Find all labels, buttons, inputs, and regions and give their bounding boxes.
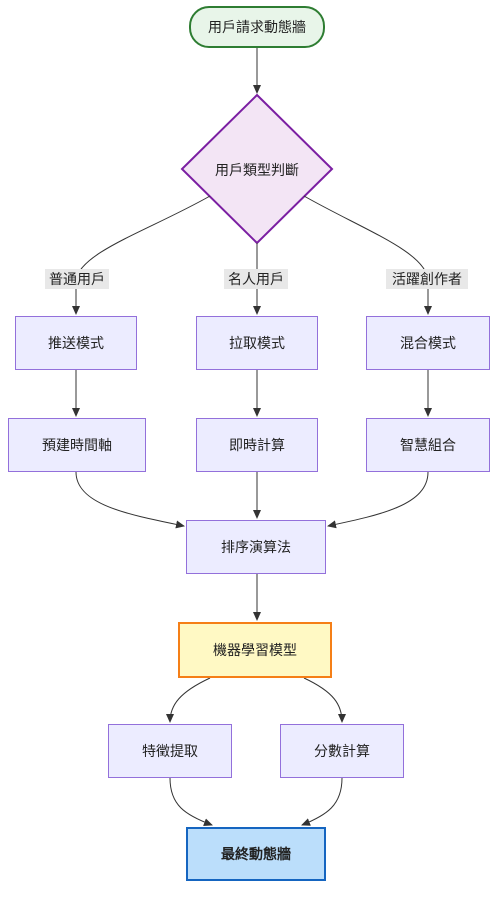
realtime-compute-node: 即時計算 xyxy=(196,418,318,472)
smart-combine-node: 智慧組合 xyxy=(366,418,490,472)
edge-label-celebrity-user-text: 名人用戶 xyxy=(228,272,284,288)
final-feed-node: 最終動態牆 xyxy=(186,827,326,881)
decision-text: 用戶類型判斷 xyxy=(215,163,299,179)
edge-label-normal-user-text: 普通用戶 xyxy=(49,272,105,288)
realtime-compute-label: 即時計算 xyxy=(229,438,285,454)
push-mode-node: 推送模式 xyxy=(15,316,137,370)
ml-model-node: 機器學習模型 xyxy=(178,622,332,678)
edge-feature-to-final xyxy=(169,777,213,826)
edge-decision-to-push xyxy=(72,195,211,315)
prebuilt-timeline-node: 預建時間軸 xyxy=(8,418,146,472)
score-compute-node: 分數計算 xyxy=(280,724,404,778)
edge-label-active-creator-text: 活躍創作者 xyxy=(392,272,462,288)
decision-label: 用戶類型判斷 xyxy=(182,158,332,182)
edge-smart-to-ranking xyxy=(327,471,429,529)
edge-ml-to-feature xyxy=(166,677,211,723)
edge-decision-to-hybrid xyxy=(303,195,432,315)
ranking-algorithm-label: 排序演算法 xyxy=(221,540,291,556)
pull-mode-node: 拉取模式 xyxy=(196,316,318,370)
hybrid-mode-label: 混合模式 xyxy=(400,336,456,352)
edge-label-normal-user: 普通用戶 xyxy=(45,269,109,289)
hybrid-mode-node: 混合模式 xyxy=(366,316,490,370)
prebuilt-timeline-label: 預建時間軸 xyxy=(42,438,112,454)
final-feed-label: 最終動態牆 xyxy=(221,847,291,863)
start-node-label: 用戶請求動態牆 xyxy=(208,20,306,36)
edge-label-active-creator: 活躍創作者 xyxy=(386,269,468,289)
ml-model-label: 機器學習模型 xyxy=(213,643,297,659)
edge-ml-to-score xyxy=(303,677,346,723)
push-mode-label: 推送模式 xyxy=(48,336,104,352)
start-node: 用戶請求動態牆 xyxy=(189,6,325,48)
edge-score-to-final xyxy=(301,777,343,826)
edge-label-celebrity-user: 名人用戶 xyxy=(224,269,288,289)
smart-combine-label: 智慧組合 xyxy=(400,438,456,454)
pull-mode-label: 拉取模式 xyxy=(229,336,285,352)
feature-extraction-label: 特徵提取 xyxy=(142,744,198,760)
feature-extraction-node: 特徵提取 xyxy=(108,724,232,778)
score-compute-label: 分數計算 xyxy=(314,744,370,760)
edge-prebuilt-to-ranking xyxy=(75,471,185,529)
ranking-algorithm-node: 排序演算法 xyxy=(186,520,326,574)
